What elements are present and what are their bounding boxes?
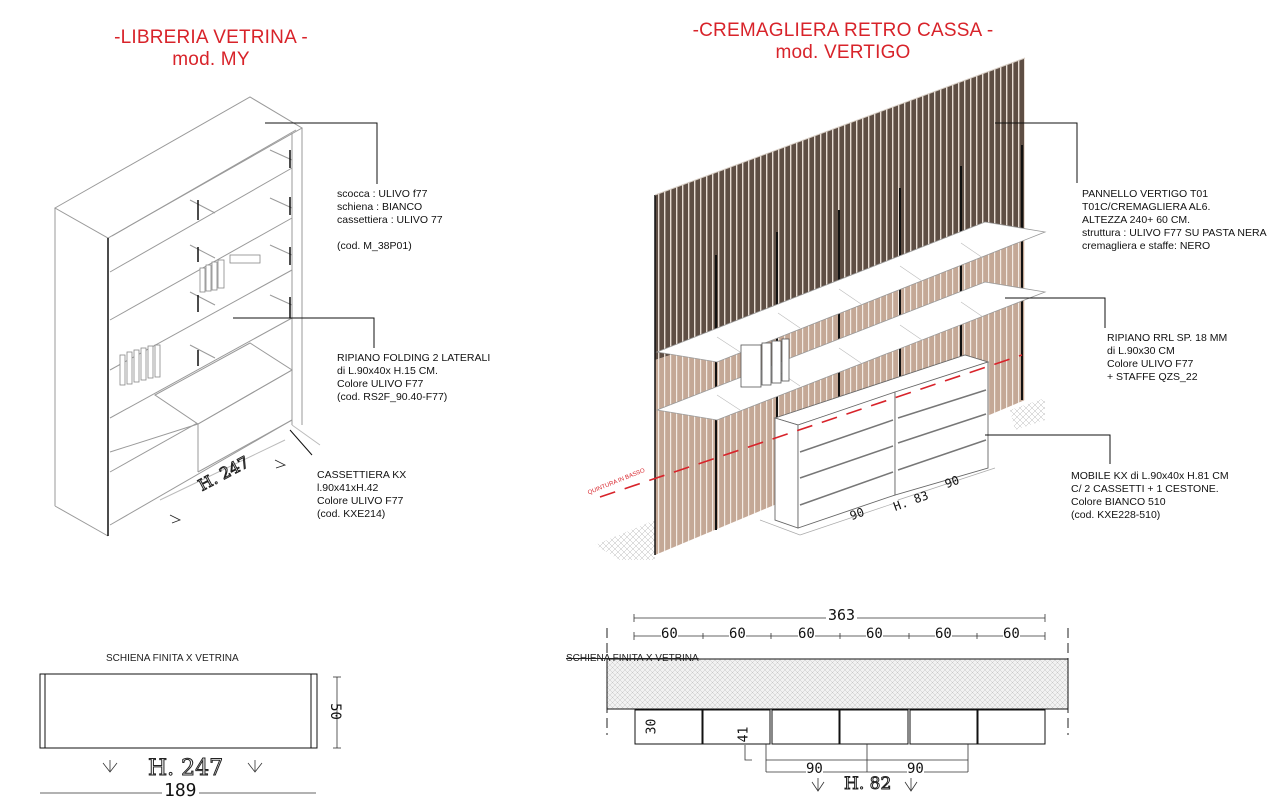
left-title: -LIBRERIA VETRINA - mod. MY [96, 27, 326, 71]
right-plan-caption: SCHIENA FINITA X VETRINA [566, 653, 699, 664]
right-plan-shelf-depth: 30 [644, 718, 660, 735]
note-cassettiera-line: l.90x41xH.42 [317, 482, 379, 494]
note-ripiano-rrl-line: di L.90x30 CM [1107, 345, 1175, 357]
note-pannello-line: PANNELLO VERTIGO T01 [1082, 188, 1209, 200]
note-ripiano-rrl-line: RIPIANO RRL SP. 18 MM [1107, 332, 1228, 344]
note-ripiano-rrl-line: + STAFFE QZS_22 [1107, 371, 1198, 383]
note-cassettiera: CASSETTIERA KX l.90x41xH.42 Colore ULIVO… [317, 469, 406, 521]
right-plan-module-3: 60 [798, 626, 815, 642]
note-scocca-line: schiena : BIANCO [337, 201, 423, 213]
right-plan-module-6: 60 [1003, 626, 1020, 642]
note-cassettiera-line: (cod. KXE214) [317, 508, 386, 520]
right-plan-module-1: 60 [661, 626, 678, 642]
note-mobile-line: Colore BIANCO 510 [1071, 496, 1166, 508]
note-pannello: PANNELLO VERTIGO T01 T01C/CREMAGLIERA AL… [1082, 188, 1267, 253]
left-plan-caption: SCHIENA FINITA X VETRINA [106, 653, 239, 664]
note-pannello-line: cremagliera e staffe: NERO [1082, 240, 1211, 252]
right-plan-total-width: 363 [826, 606, 858, 624]
right-title-line1: -CREMAGLIERA RETRO CASSA - [692, 20, 994, 41]
note-ripiano-rrl: RIPIANO RRL SP. 18 MM di L.90x30 CM Colo… [1107, 332, 1227, 384]
note-scocca-line: cassettiera : ULIVO 77 [337, 214, 443, 226]
note-scocca-line: scocca : ULIVO f77 [337, 188, 428, 200]
note-ripiano-rrl-line: Colore ULIVO F77 [1107, 358, 1194, 370]
note-ripiano-line: di L.90x40x H.15 CM. [337, 365, 438, 377]
right-title: -CREMAGLIERA RETRO CASSA - mod. VERTIGO [668, 20, 1018, 64]
note-scocca-code: (cod. M_38P01) [337, 240, 412, 252]
right-plan-cabinet-width-2: 90 [907, 761, 924, 777]
note-ripiano-line: Colore ULIVO F77 [337, 378, 424, 390]
right-plan-module-5: 60 [935, 626, 952, 642]
left-plan-height-label: H. 247 [147, 756, 224, 782]
left-title-line1: -LIBRERIA VETRINA - [114, 27, 308, 48]
right-plan-height-label: H. 82 [843, 774, 892, 795]
note-mobile-kx: MOBILE KX di L.90x40x H.81 CM C/ 2 CASSE… [1071, 470, 1229, 522]
right-title-line2: mod. VERTIGO [775, 42, 911, 63]
note-pannello-line: T01C/CREMAGLIERA AL6. [1082, 201, 1211, 213]
left-title-line2: mod. MY [172, 49, 250, 70]
right-plan-module-4: 60 [866, 626, 883, 642]
right-plan-cabinet-width-1: 90 [806, 761, 823, 777]
note-mobile-line: C/ 2 CASSETTI + 1 CESTONE. [1071, 483, 1219, 495]
note-cassettiera-line: CASSETTIERA KX [317, 469, 407, 481]
note-pannello-line: struttura : ULIVO F77 SU PASTA NERA [1082, 227, 1267, 239]
note-mobile-line: (cod. KXE228-510) [1071, 509, 1161, 521]
note-mobile-line: MOBILE KX di L.90x40x H.81 CM [1071, 470, 1229, 482]
right-plan-cabinet-depth: 41 [736, 726, 752, 743]
note-ripiano-line: RIPIANO FOLDING 2 LATERALI [337, 352, 491, 364]
left-plan-width-label: 189 [162, 780, 199, 801]
note-scocca: scocca : ULIVO f77 schiena : BIANCO cass… [337, 188, 443, 253]
note-ripiano-folding: RIPIANO FOLDING 2 LATERALI di L.90x40x H… [337, 352, 490, 404]
note-cassettiera-line: Colore ULIVO F77 [317, 495, 404, 507]
right-plan-module-2: 60 [729, 626, 746, 642]
note-ripiano-line: (cod. RS2F_90.40-F77) [337, 391, 448, 403]
note-pannello-line: ALTEZZA 240+ 60 CM. [1082, 214, 1191, 226]
